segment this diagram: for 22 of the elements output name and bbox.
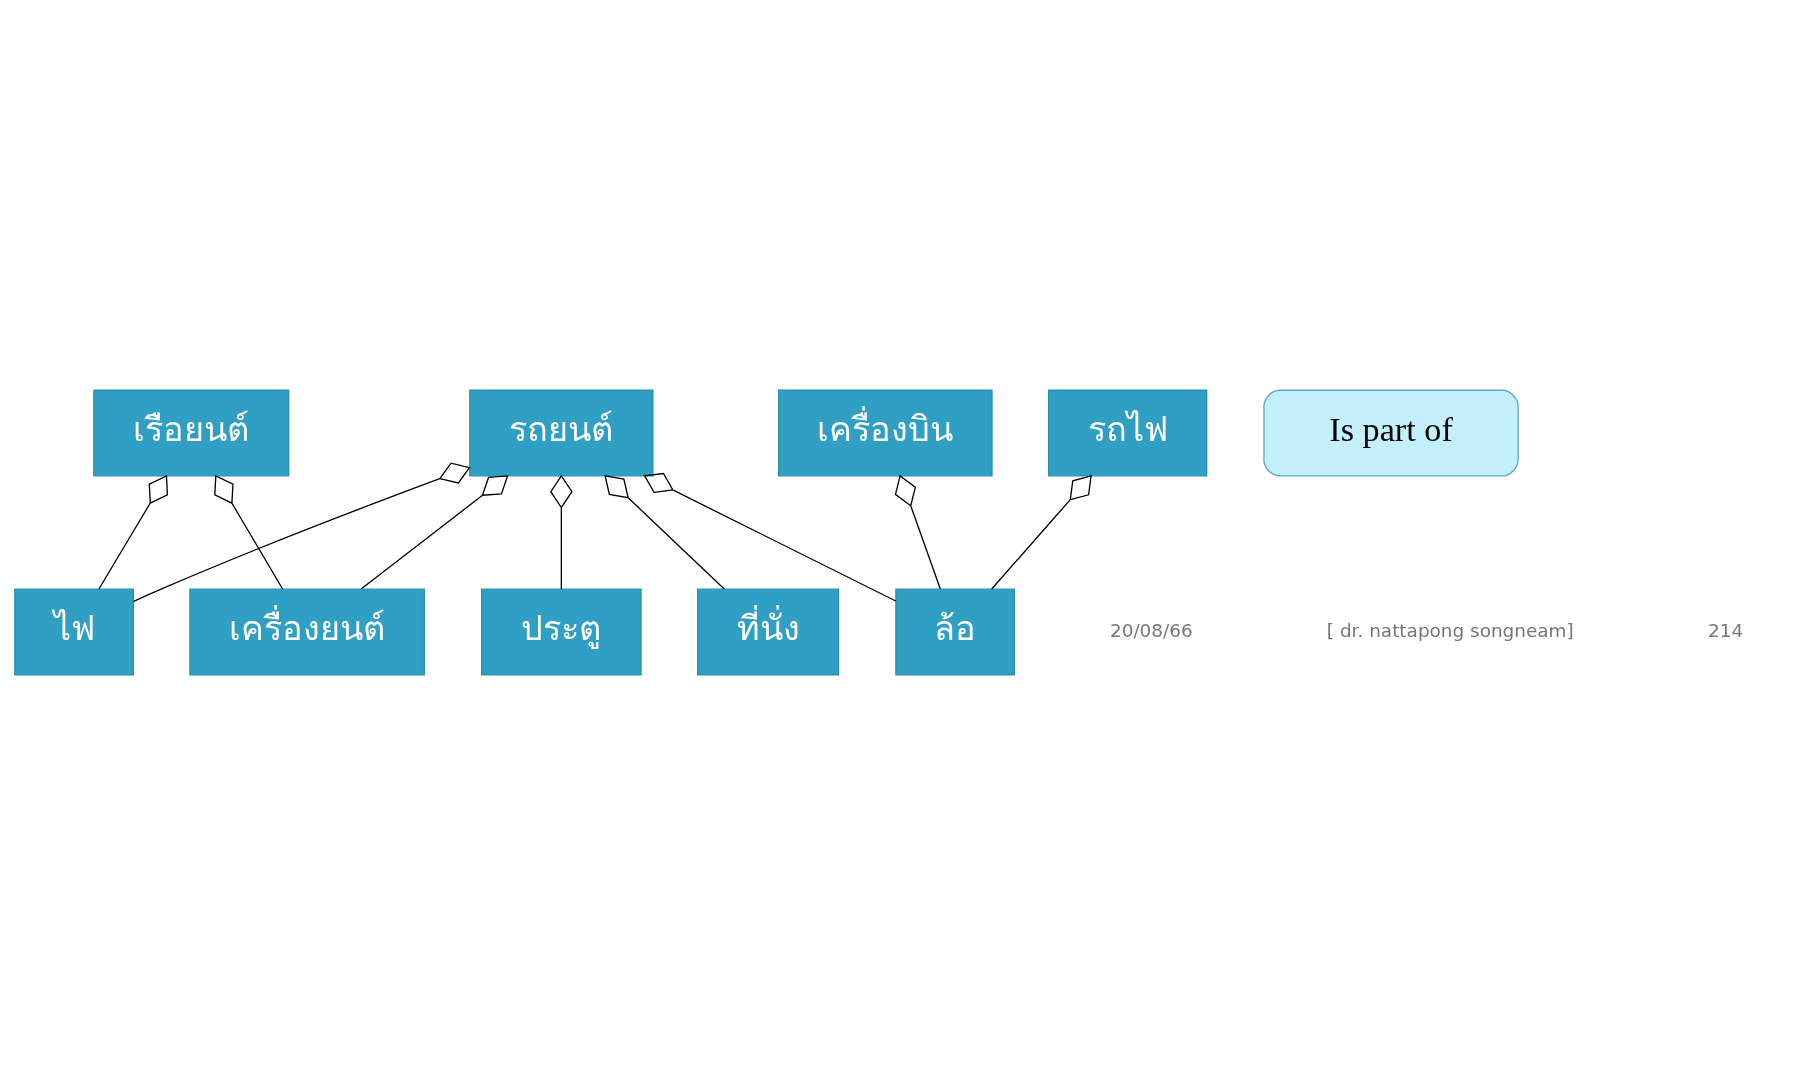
node-box: ล้อ — [894, 588, 1015, 676]
label: 214 — [1707, 619, 1743, 641]
label: 20/08/66 — [1109, 619, 1193, 641]
node-box: เครื่องยนต์ — [188, 588, 425, 676]
connector — [549, 474, 573, 590]
connector — [894, 474, 941, 590]
node-box: ที่นั่ง — [696, 588, 839, 676]
connector — [97, 474, 168, 590]
connector — [990, 475, 1092, 590]
node-box: ประตู — [480, 588, 642, 676]
node-box: Is part of — [1262, 389, 1519, 477]
connector — [603, 475, 725, 590]
connector — [359, 475, 508, 590]
node-box: รถยนต์ — [468, 389, 654, 477]
label: [ dr. nattapong songneam] — [1326, 619, 1574, 641]
connector — [213, 474, 283, 590]
connector — [132, 462, 471, 603]
node-box: เรือยนต์ — [92, 389, 289, 477]
node-box: ไฟ — [13, 588, 134, 676]
connector — [643, 472, 896, 602]
node-box: เครื่องบิน — [777, 389, 993, 477]
node-box: รถไฟ — [1047, 389, 1207, 477]
